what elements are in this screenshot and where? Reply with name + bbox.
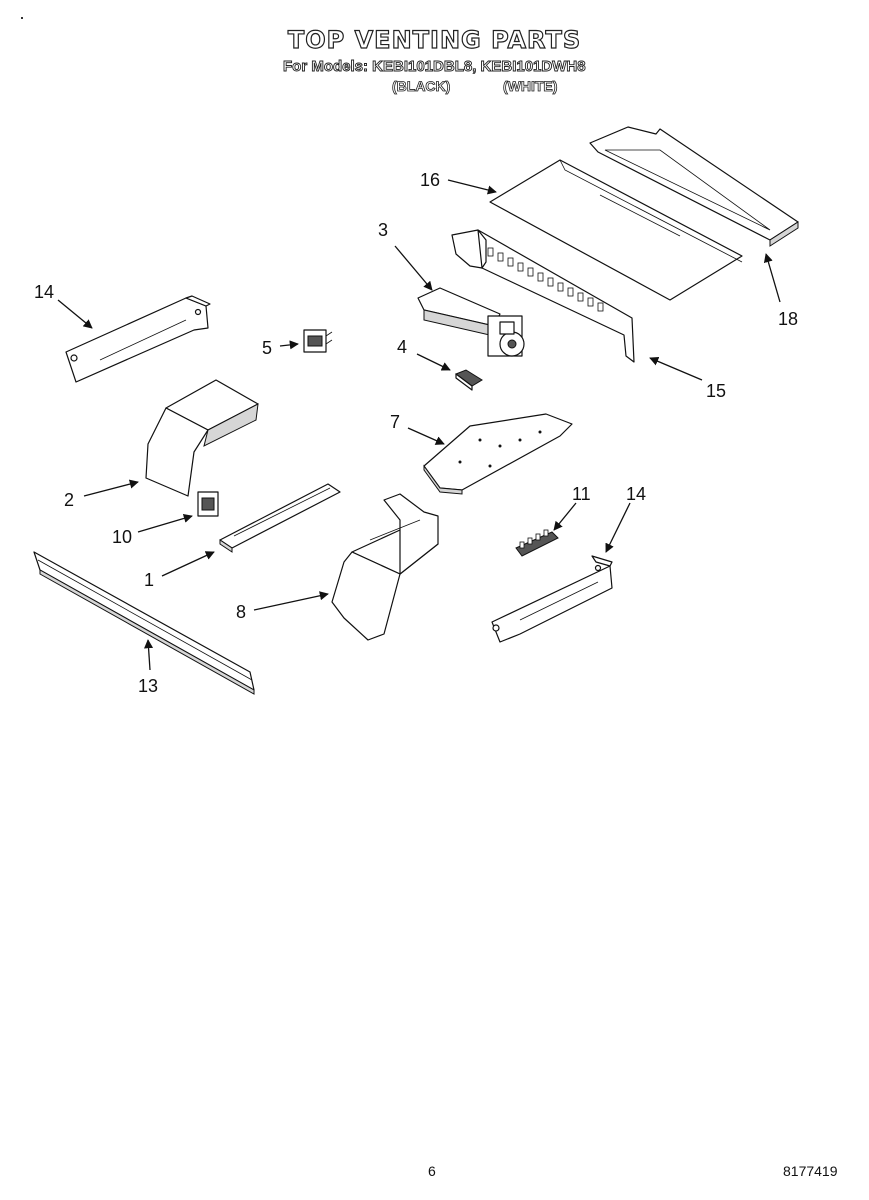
part-3-motor-assembly [417, 287, 525, 357]
callout-2: 2 [64, 490, 74, 510]
callout-leaders [57, 179, 781, 671]
callout-7: 7 [390, 412, 400, 432]
part-10-switch [197, 491, 219, 517]
callout-1: 1 [144, 570, 154, 590]
part-16-baffle [489, 159, 743, 301]
document-number: 8177419 [783, 1163, 838, 1179]
part-8-curved-duct [331, 493, 439, 641]
models-line: For Models: KEBI101DBL8, KEBI101DWH8 [283, 58, 586, 76]
part-15-bracket [451, 229, 635, 363]
callout-4: 4 [397, 337, 407, 357]
page-number: 6 [428, 1163, 436, 1179]
color-label-black: (BLACK) [392, 78, 451, 95]
callout-15: 15 [706, 381, 726, 401]
callout-5: 5 [262, 338, 272, 358]
callout-3: 3 [378, 220, 388, 240]
part-4-block [454, 369, 483, 391]
part-5-switch [303, 329, 333, 353]
part-1-strip [219, 483, 341, 553]
callout-14-left: 14 [34, 282, 54, 302]
color-label-white: (WHITE) [503, 78, 558, 95]
part-2-duct [145, 379, 259, 497]
callout-labels: 16 3 14 5 4 18 15 7 2 10 1 8 11 14 13 [34, 170, 798, 696]
callout-18: 18 [778, 309, 798, 329]
part-14-right-bracket [491, 555, 613, 643]
part-18-panel [589, 126, 799, 247]
callout-14-right: 14 [626, 484, 646, 504]
part-11-terminal-block [515, 529, 559, 557]
callout-8: 8 [236, 602, 246, 622]
page-title: TOP VENTING PARTS [287, 25, 582, 54]
callout-13: 13 [138, 676, 158, 696]
part-7-plate [423, 413, 573, 495]
callout-11: 11 [572, 484, 591, 504]
part-13-rail [33, 551, 255, 695]
part-14-left-bracket [65, 295, 211, 383]
callout-16: 16 [420, 170, 440, 190]
callout-10: 10 [112, 527, 132, 547]
page-speck [21, 17, 23, 19]
